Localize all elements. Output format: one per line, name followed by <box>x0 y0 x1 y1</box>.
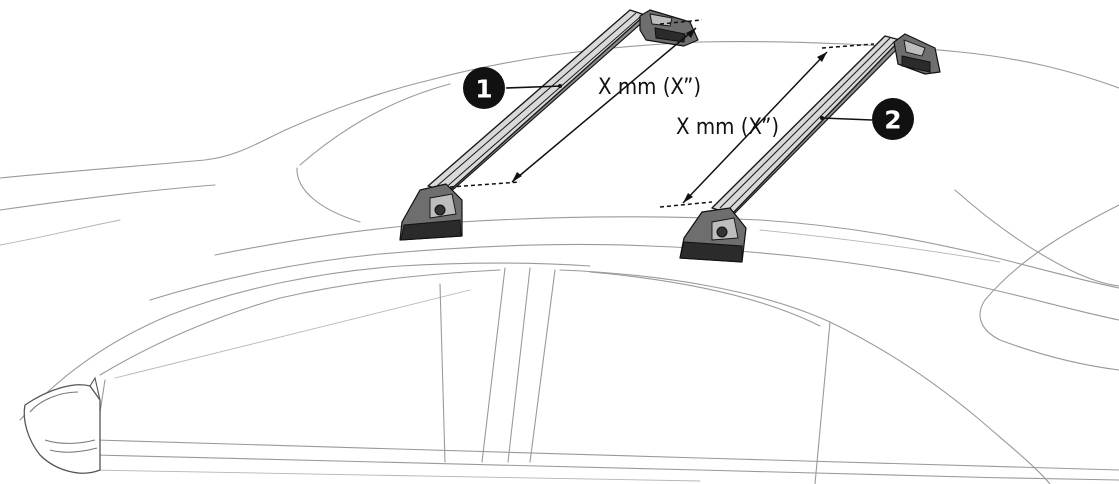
dimension-1-label: X mm (X”) <box>598 75 701 100</box>
dimension-1-start-dash <box>449 181 521 188</box>
dimension-1-arrowhead-end <box>686 28 696 38</box>
callout-2-badge <box>872 98 914 140</box>
dimension-2-label: X mm (X”) <box>676 115 779 140</box>
dimension-1-end-dash <box>659 19 703 25</box>
dimension-2-line <box>682 51 828 204</box>
dimension-1-arrowhead-start <box>512 172 522 182</box>
side-mirror-icon <box>23 376 101 474</box>
dimension-2-arrowhead-end <box>817 52 827 62</box>
dimension-1: X mm (X”) <box>449 19 703 188</box>
callout-2-leader <box>821 117 873 121</box>
callout-1-number: 1 <box>475 75 492 104</box>
callout-2-number: 2 <box>884 106 901 135</box>
dimension-2-end-dash <box>821 43 875 49</box>
dimension-2-start-dash <box>659 201 713 208</box>
front-crossbar <box>399 9 699 241</box>
car-outline <box>0 41 1119 484</box>
dimension-2: X mm (X”) <box>659 43 875 208</box>
callout-1-badge <box>463 67 505 109</box>
callout-1-leader <box>505 85 563 89</box>
callout-1: 1 <box>463 67 563 109</box>
callout-2: 2 <box>820 98 914 140</box>
rear-crossbar <box>679 33 941 263</box>
dimension-2-arrowhead-start <box>683 193 693 203</box>
dimension-1-line <box>511 27 697 183</box>
